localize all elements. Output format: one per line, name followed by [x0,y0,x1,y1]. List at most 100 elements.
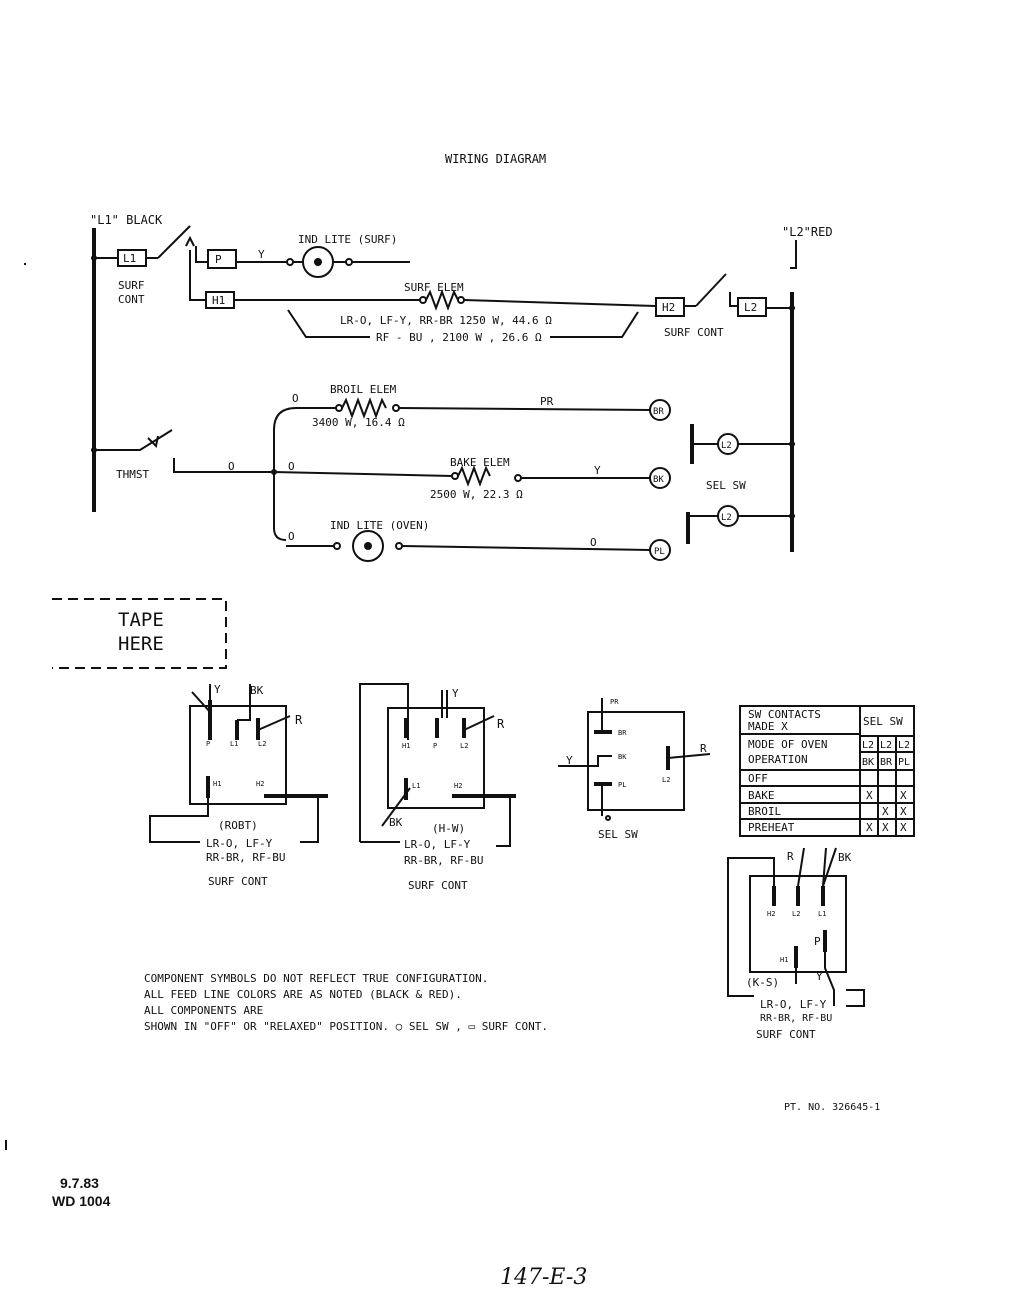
terminal-label: L2 [258,740,266,748]
wire-color-o: O [228,460,235,473]
terminal-dot [605,815,611,821]
table-header-left-2: MADE X [748,720,788,733]
robt-caption: SURF CONT [208,875,268,888]
terminal-dot [286,258,294,266]
note-line-1: COMPONENT SYMBOLS DO NOT REFLECT TRUE CO… [144,972,488,985]
terminal-dot [457,296,465,304]
contacts-table: SW CONTACTS MADE X SEL SW MODE OF OVEN O… [739,705,915,837]
terminal-label: L1 [123,252,136,265]
table-col-3: L2 [898,740,910,751]
terminal-label: H1 [402,742,410,750]
drawing-id: WD 1004 [52,1193,111,1209]
surf-cont-right-label: SURF CONT [664,326,724,339]
wire-lead [727,857,775,997]
wire-lead [381,787,411,827]
junction-dot [789,441,795,447]
junction-dot [789,305,795,311]
terminal-dot [514,474,522,482]
table-row-mark: X [900,789,907,802]
wire-label-y: Y [214,683,221,696]
thermostat-switch-icon [130,429,173,451]
oven-indicator-lamp-icon [352,530,384,562]
wire-color-o: O [288,530,295,543]
terminal-dot [419,296,427,304]
sel-sw-pl-terminal [649,539,671,561]
wire-lead [558,755,612,767]
sel-sw-caption: SEL SW [598,828,638,841]
junction-dot [789,513,795,519]
wire-lead [824,952,835,1006]
wire [729,292,738,307]
wire-label-pr: PR [610,698,619,706]
thermostat-bimetal-icon [147,435,159,449]
table-row-mark: X [866,821,873,834]
terminal-label: P [206,740,210,748]
table-row-mark: X [866,789,873,802]
wire-lead [359,683,409,842]
table-header-right: SEL SW [863,715,903,728]
thmst-label: THMST [116,468,149,481]
wire-lead [496,796,511,847]
surf-cont-p-terminal [207,249,237,269]
table-row-mode: OFF [748,772,768,785]
tape-here-box [52,598,227,669]
wire-lead [237,684,251,721]
wire-color-y: Y [258,248,265,261]
wire-label-bk: BK [838,851,852,864]
wire-lead [822,847,837,887]
table-row-mark: X [900,821,907,834]
wire [173,458,274,473]
wire-label-y: Y [452,687,459,700]
terminal-dot [451,472,459,480]
ind-lite-oven-label: IND LITE (OVEN) [330,519,429,532]
terminal-dot [335,404,343,412]
terminal-label: L1 [230,740,238,748]
terminal-label: H2 [662,301,675,314]
drawing-date: 9.7.83 [60,1175,99,1191]
robt-model: (ROBT) [218,819,258,832]
lamp-filament [364,542,372,550]
wire-lead [667,753,711,759]
wire-color-o: O [590,536,597,549]
surf-elem-resistor-icon [425,289,459,311]
broil-elem-label: BROIL ELEM [330,383,397,396]
terminal-label: BR [653,407,664,417]
switch-body [749,875,847,973]
robt-colors-1: LR-O, LF-Y [206,837,273,850]
terminal-label: BK [653,475,664,485]
wire [401,545,651,551]
terminal-label: BK [618,753,627,761]
terminal-label: H2 [454,782,462,790]
terminal-label: L2 [744,301,757,314]
wire-label-bk: BK [250,684,264,697]
wire-color-y: Y [594,464,601,477]
switch-body [189,705,287,805]
terminal-label: L2 [662,776,670,784]
bake-elem-resistor-icon [457,465,491,487]
bake-spec: 2500 W, 22.3 Ω [430,488,523,501]
table-row-mode: PREHEAT [748,821,795,834]
terminal-label: P [433,742,437,750]
table-row-mark: X [882,805,889,818]
bake-elem-label: BAKE ELEM [450,456,510,469]
switch-body [387,707,485,809]
wire-label-r: R [700,742,707,755]
table-row-mark: X [882,821,889,834]
wire-label-r: R [787,850,794,863]
wire-color-pr: PR [540,395,554,408]
ks-colors-2: RR-BR, RF-BU [760,1013,832,1024]
terminal-dot [333,542,341,550]
oven-bus [273,430,287,541]
terminal-label: P [215,253,222,266]
spec-leader [550,311,639,338]
terminal-label: H2 [256,780,264,788]
terminal-label: L1 [818,910,826,918]
wire-lead [257,715,291,731]
junction-dot [91,255,97,261]
hw-model: (H-W) [432,822,465,835]
terminal-label: P [814,935,821,948]
table-header-left-1: SW CONTACTS [748,708,821,721]
table-subheader-2: OPERATION [748,753,808,766]
robt-colors-2: RR-BR, RF-BU [206,851,285,864]
